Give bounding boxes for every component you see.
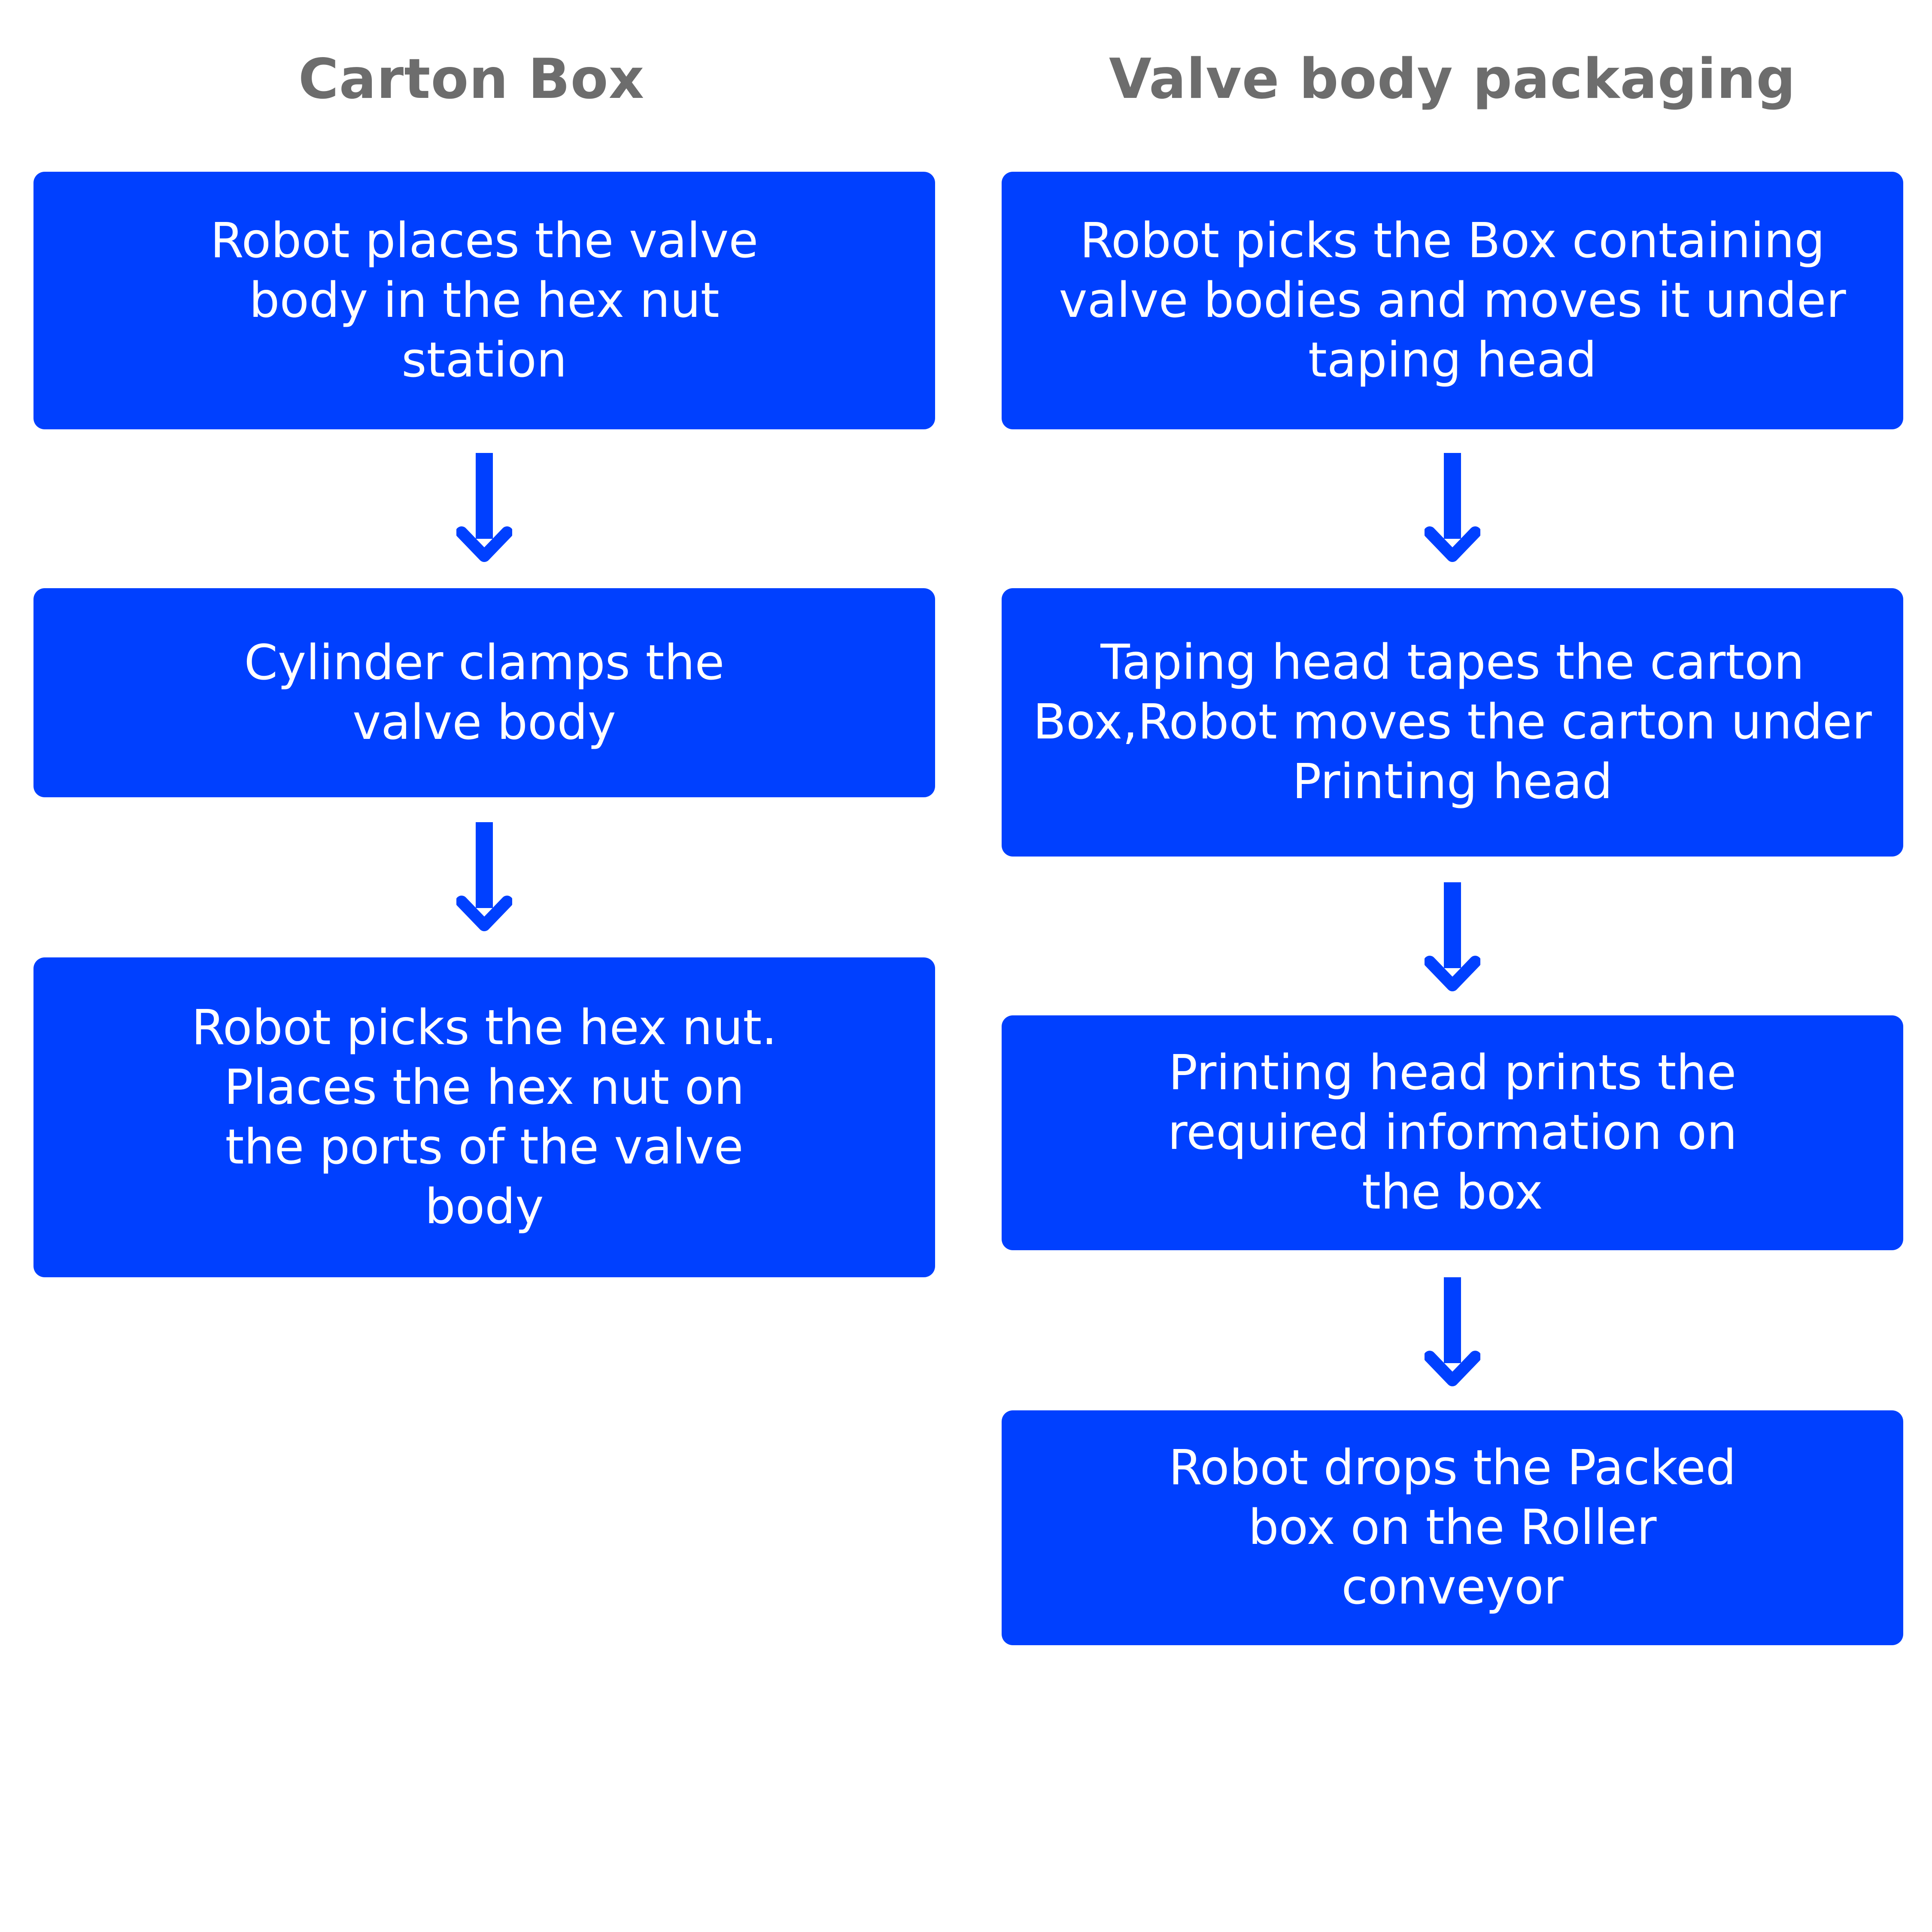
packaging-step-2: Taping head tapes the carton Box,Robot m… [1002,588,1903,857]
packaging-step-2-text: Taping head tapes the carton Box,Robot m… [1033,635,1872,810]
arrow-down-icon [1425,1277,1480,1386]
carton-step-3-text: Robot picks the hex nut. Places the hex … [191,999,777,1235]
carton-step-3: Robot picks the hex nut. Places the hex … [33,957,935,1277]
packaging-step-3-text: Printing head prints the required inform… [1167,1045,1738,1220]
arrow-down-icon [1425,882,1480,991]
arrow-down-icon [456,453,512,562]
carton-step-1-text: Robot places the valve body in the hex n… [210,213,759,388]
packaging-step-4: Robot drops the Packed box on the Roller… [1002,1410,1903,1645]
carton-box-title: Carton Box [298,47,645,111]
packaging-step-4-text: Robot drops the Packed box on the Roller… [1169,1440,1736,1615]
packaging-step-1-text: Robot picks the Box containing valve bod… [1059,213,1846,388]
carton-step-1: Robot places the valve body in the hex n… [33,172,935,429]
arrow-down-icon [456,822,512,931]
packaging-step-3: Printing head prints the required inform… [1002,1015,1903,1250]
carton-step-2: Cylinder clamps the valve body [33,588,935,797]
carton-step-2-text: Cylinder clamps the valve body [244,635,725,750]
arrow-down-icon [1425,453,1480,562]
valve-body-packaging-title: Valve body packaging [1109,47,1796,111]
packaging-step-1: Robot picks the Box containing valve bod… [1002,172,1903,429]
